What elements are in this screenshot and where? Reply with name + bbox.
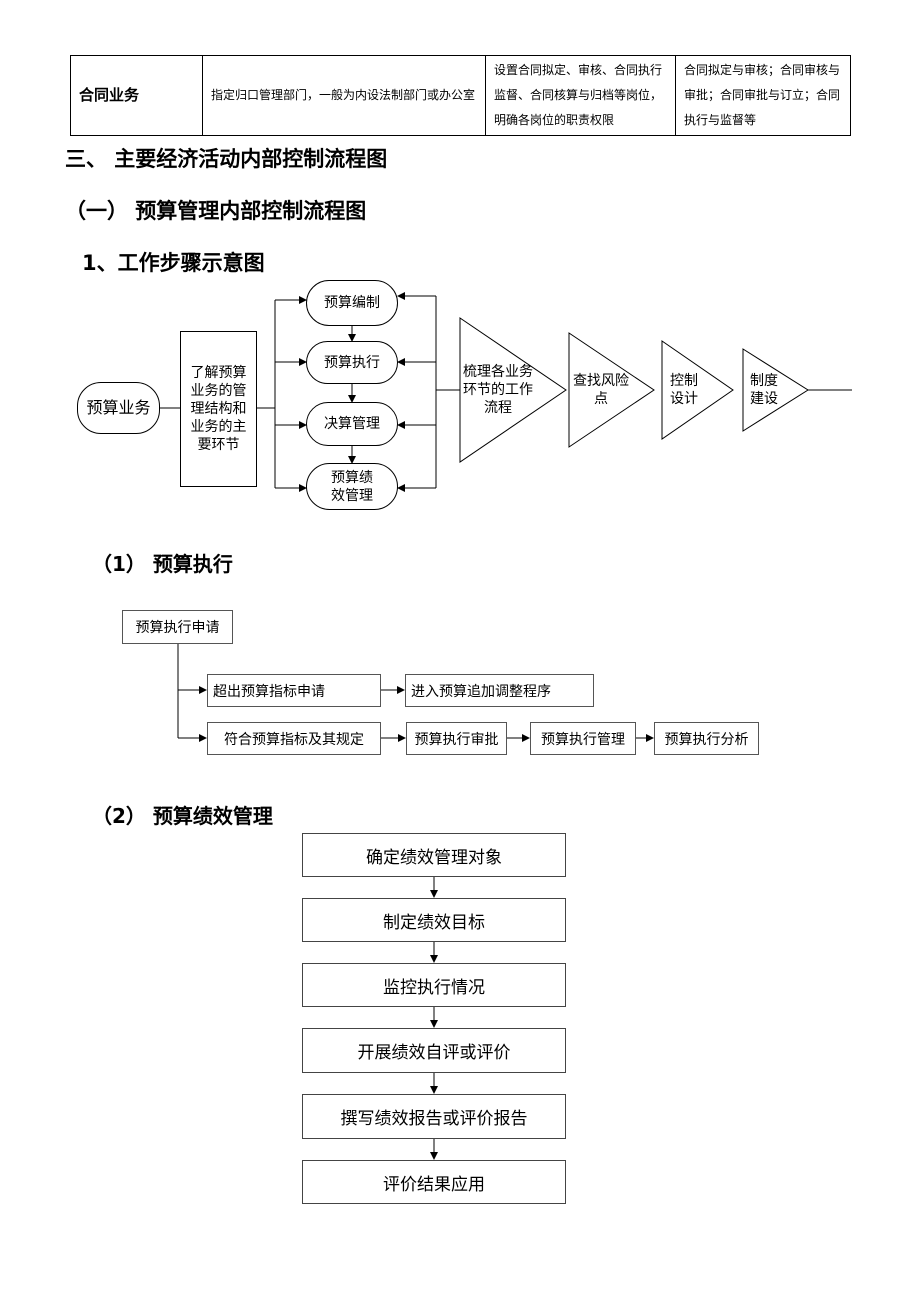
table-cell-business: 合同业务 xyxy=(70,55,203,136)
table-row: 合同业务 指定归口管理部门，一般为内设法制部门或办公室 设置合同拟定、审核、合同… xyxy=(70,55,851,136)
subsection-heading: （一） 预算管理内部控制流程图 xyxy=(65,199,367,223)
exec-heading: （1） 预算执行 xyxy=(92,552,233,576)
step-label-risk: 查找风险点 xyxy=(573,373,629,407)
stage-budget-execute: 预算执行 xyxy=(306,341,398,384)
perf-step-2: 制定绩效目标 xyxy=(302,898,566,942)
step-label-control: 控制设计 xyxy=(670,373,698,407)
responsibility-table: 合同业务 指定归口管理部门，一般为内设法制部门或办公室 设置合同拟定、审核、合同… xyxy=(70,55,851,136)
step-heading: 1、工作步骤示意图 xyxy=(82,251,265,275)
step-triangle xyxy=(459,317,567,463)
adjust-program-box: 进入预算追加调整程序 xyxy=(405,674,594,707)
perf-step-6: 评价结果应用 xyxy=(302,1160,566,1204)
step-triangle xyxy=(661,340,734,440)
exec-manage-box: 预算执行管理 xyxy=(530,722,636,755)
perf-step-3: 监控执行情况 xyxy=(302,963,566,1007)
exec-apply-box: 预算执行申请 xyxy=(122,610,233,644)
stage-performance: 预算绩效管理 xyxy=(306,463,398,510)
table-cell-department: 指定归口管理部门，一般为内设法制部门或办公室 xyxy=(202,55,486,136)
step-triangle xyxy=(568,332,655,448)
perf-step-5: 撰写绩效报告或评价报告 xyxy=(302,1094,566,1139)
perf-step-4: 开展绩效自评或评价 xyxy=(302,1028,566,1073)
exec-approve-box: 预算执行审批 xyxy=(406,722,507,755)
exceed-quota-box: 超出预算指标申请 xyxy=(207,674,381,707)
section-heading: 三、 主要经济活动内部控制流程图 xyxy=(65,147,388,171)
start-node-budget: 预算业务 xyxy=(77,382,160,434)
perf-step-1: 确定绩效管理对象 xyxy=(302,833,566,877)
stage-budget-compile: 预算编制 xyxy=(306,280,398,326)
understand-structure-box: 了解预算业务的管理结构和业务的主要环节 xyxy=(180,331,257,487)
stage-final-accounts: 决算管理 xyxy=(306,402,398,446)
table-cell-separation: 合同拟定与审核；合同审核与审批；合同审批与订立；合同执行与监督等 xyxy=(675,55,851,136)
within-quota-box: 符合预算指标及其规定 xyxy=(207,722,381,755)
step-triangle xyxy=(742,348,809,432)
perf-heading: （2） 预算绩效管理 xyxy=(92,804,273,828)
step-label-system: 制度建设 xyxy=(750,373,778,407)
exec-analyze-box: 预算执行分析 xyxy=(654,722,759,755)
step-label-workflow: 梳理各业务环节的工作流程 xyxy=(463,364,533,416)
